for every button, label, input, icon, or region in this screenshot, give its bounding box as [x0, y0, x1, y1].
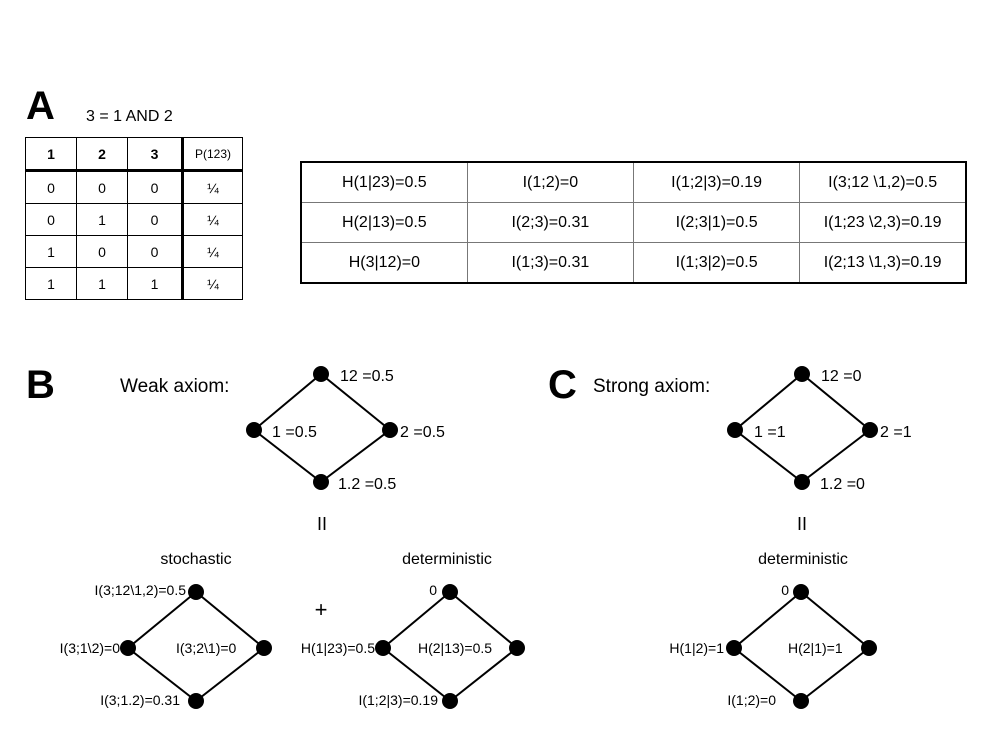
node-label: I(3;2\1)=0: [176, 640, 237, 656]
truth-table-header-2: 2: [76, 137, 128, 172]
lattice-node: [188, 693, 204, 709]
table-cell: I(1;3|2)=0.5: [632, 242, 801, 284]
table-cell: I(1;23 \2,3)=0.19: [799, 202, 967, 243]
strong-deterministic-lattice: 0 H(1|2)=1 H(2|1)=1 I(1;2)=0: [669, 582, 877, 709]
node-label: 1.2 =0: [820, 476, 865, 493]
stochastic-lattice: I(3;12\1,2)=0.5 I(3;1\2)=0 I(3;2\1)=0 I(…: [60, 582, 272, 709]
node-label: I(3;12\1,2)=0.5: [95, 582, 187, 598]
strong-equals-sign: II: [797, 514, 807, 534]
table-cell: 1: [76, 203, 128, 236]
truth-table: 1 2 3 P(123) 0 0 0 ¼ 0 1 0 ¼ 1 0 0 ¼ 1 1…: [25, 137, 243, 300]
table-cell: 0: [76, 235, 128, 268]
table-cell: I(1;3)=0.31: [466, 242, 635, 284]
node-label: 0: [429, 582, 437, 598]
lattice-node: [862, 422, 878, 438]
node-label: 2 =1: [880, 424, 912, 441]
table-cell: 1: [25, 235, 77, 268]
panel-letter-c: C: [548, 363, 577, 407]
truth-table-title: 3 = 1 AND 2: [86, 108, 173, 125]
lattice-node: [188, 584, 204, 600]
strong-deterministic-title: deterministic: [758, 551, 848, 568]
table-cell: 0: [127, 170, 183, 204]
table-cell: I(2;3)=0.31: [466, 202, 635, 243]
node-label: I(3;1.2)=0.31: [100, 692, 180, 708]
panel-letter-b: B: [26, 363, 55, 407]
weak-axiom-caption: Weak axiom:: [120, 376, 229, 397]
node-label: 2 =0.5: [400, 424, 445, 441]
lattice-node: [726, 640, 742, 656]
table-row: 0 1 0 ¼: [25, 203, 243, 236]
weak-equals-sign: II: [317, 514, 327, 534]
table-cell: I(2;3|1)=0.5: [632, 202, 801, 243]
table-cell: I(1;2)=0: [466, 161, 635, 203]
node-label: 1.2 =0.5: [338, 476, 396, 493]
lattice-node: [794, 366, 810, 382]
truth-table-header-row: 1 2 3 P(123): [25, 137, 243, 172]
weak-deterministic-lattice: 0 H(1|23)=0.5 H(2|13)=0.5 I(1;2|3)=0.19: [301, 582, 525, 709]
lattice-node: [793, 584, 809, 600]
table-cell: 1: [127, 267, 183, 300]
table-cell: ¼: [181, 267, 243, 300]
table-row: 1 1 1 ¼: [25, 267, 243, 300]
node-label: I(1;2|3)=0.19: [358, 692, 438, 708]
lattice-node: [246, 422, 262, 438]
lattice-node: [120, 640, 136, 656]
plus-sign: +: [315, 597, 328, 622]
strong-top-lattice: 12 =0 1 =1 2 =1 1.2 =0: [727, 366, 912, 493]
table-cell: 0: [25, 170, 77, 204]
table-cell: H(2|13)=0.5: [300, 202, 468, 243]
panel-letter-a: A: [26, 84, 55, 128]
lattice-node: [793, 693, 809, 709]
node-label: 12 =0.5: [340, 368, 394, 385]
node-label: 12 =0: [821, 368, 862, 385]
table-row: H(3|12)=0 I(1;3)=0.31 I(1;3|2)=0.5 I(2;1…: [300, 242, 967, 284]
table-cell: 0: [25, 203, 77, 236]
node-label: H(2|13)=0.5: [418, 640, 492, 656]
lattice-node: [794, 474, 810, 490]
lattice-node: [509, 640, 525, 656]
lattice-node: [313, 474, 329, 490]
lattice-node: [382, 422, 398, 438]
table-cell: H(3|12)=0: [300, 242, 468, 284]
lattice-node: [727, 422, 743, 438]
lattice-node: [442, 693, 458, 709]
node-label: 1 =1: [754, 424, 786, 441]
table-cell: I(2;13 \1,3)=0.19: [799, 242, 967, 284]
information-values-table: H(1|23)=0.5 I(1;2)=0 I(1;2|3)=0.19 I(3;1…: [300, 161, 967, 284]
table-cell: H(1|23)=0.5: [300, 161, 468, 203]
table-cell: 1: [76, 267, 128, 300]
node-label: I(1;2)=0: [727, 692, 776, 708]
node-label: H(1|2)=1: [669, 640, 724, 656]
lattice-node: [313, 366, 329, 382]
node-label: 1 =0.5: [272, 424, 317, 441]
table-cell: ¼: [181, 203, 243, 236]
node-label: 0: [781, 582, 789, 598]
table-cell: 1: [25, 267, 77, 300]
stochastic-title: stochastic: [160, 551, 231, 568]
lattice-node: [375, 640, 391, 656]
truth-table-header-3: 3: [127, 137, 183, 172]
weak-top-lattice: 12 =0.5 1 =0.5 2 =0.5 1.2 =0.5: [246, 366, 445, 493]
node-label: H(2|1)=1: [788, 640, 843, 656]
node-label: I(3;1\2)=0: [60, 640, 121, 656]
table-row: 0 0 0 ¼: [25, 170, 243, 204]
node-label: H(1|23)=0.5: [301, 640, 375, 656]
lattice-node: [442, 584, 458, 600]
truth-table-header-p: P(123): [181, 137, 243, 172]
lattice-node: [861, 640, 877, 656]
table-row: H(2|13)=0.5 I(2;3)=0.31 I(2;3|1)=0.5 I(1…: [300, 202, 967, 243]
weak-deterministic-title: deterministic: [402, 551, 492, 568]
lattice-node: [256, 640, 272, 656]
strong-axiom-caption: Strong axiom:: [593, 376, 710, 397]
